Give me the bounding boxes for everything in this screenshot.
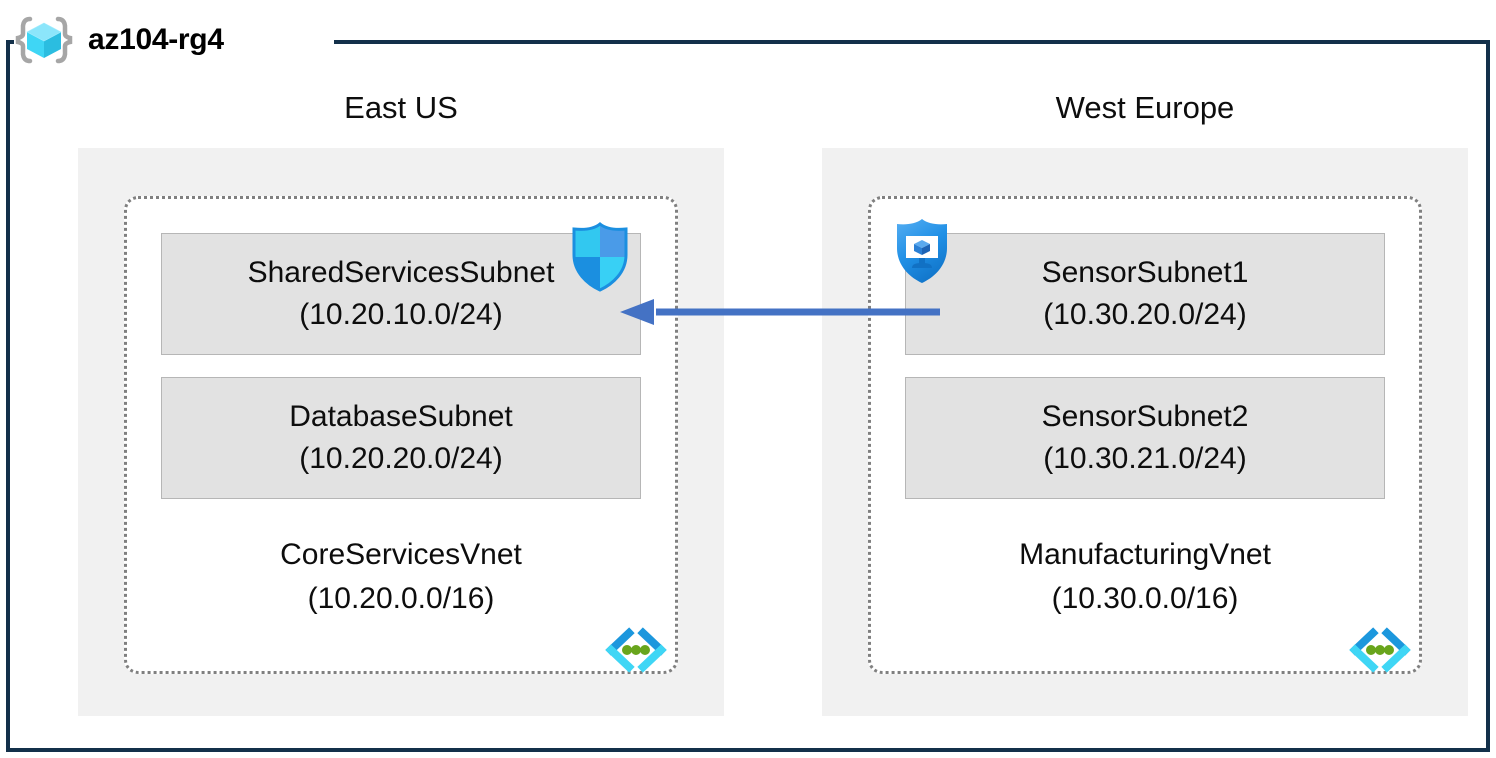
subnet-database[interactable]: DatabaseSubnet (10.20.20.0/24): [161, 377, 641, 499]
region-west-europe: West Europe SensorSubnet1 (10.30.20.0/24…: [822, 80, 1468, 716]
resource-group-title-notch: [14, 34, 334, 48]
region-east-us: East US SharedServicesSubnet (10.20.10.0…: [78, 80, 724, 716]
subnet-name: SensorSubnet1: [1041, 256, 1249, 289]
vnet-manufacturing[interactable]: SensorSubnet1 (10.30.20.0/24) SensorSubn…: [868, 196, 1422, 674]
arrow-left-icon: [620, 296, 940, 328]
vnet-cidr: (10.30.0.0/16): [1051, 582, 1239, 615]
subnet-name: SensorSubnet2: [1041, 400, 1249, 433]
subnet-shared-services[interactable]: SharedServicesSubnet (10.20.10.0/24): [161, 233, 641, 355]
resource-group-header: az104-rg4: [14, 11, 224, 69]
vnet-core-services[interactable]: SharedServicesSubnet (10.20.10.0/24) Dat…: [124, 196, 678, 674]
vnet-name: CoreServicesVnet: [280, 538, 522, 571]
vnet-name: ManufacturingVnet: [1019, 538, 1271, 571]
resource-group-cube-icon: [14, 16, 74, 64]
subnet-sensor-2[interactable]: SensorSubnet2 (10.30.21.0/24): [905, 377, 1385, 499]
subnet-name: DatabaseSubnet: [289, 400, 513, 433]
network-security-group-shield-icon: [566, 222, 634, 292]
vnet-label: ManufacturingVnet (10.30.0.0/16): [905, 533, 1385, 621]
region-label: West Europe: [1055, 90, 1235, 125]
vnet-cidr: (10.20.0.0/16): [307, 582, 495, 615]
resource-group-name: az104-rg4: [88, 23, 224, 56]
region-label: East US: [344, 90, 458, 125]
application-security-group-shield-icon: [888, 216, 956, 286]
vnet-label: CoreServicesVnet (10.20.0.0/16): [161, 533, 641, 621]
virtual-network-icon: [603, 625, 669, 675]
subnet-cidr: (10.30.21.0/24): [1043, 442, 1247, 475]
subnet-cidr: (10.20.20.0/24): [299, 442, 503, 475]
subnet-cidr: (10.30.20.0/24): [1043, 298, 1247, 331]
subnet-name: SharedServicesSubnet: [247, 256, 555, 289]
subnet-sensor-1[interactable]: SensorSubnet1 (10.30.20.0/24): [905, 233, 1385, 355]
virtual-network-icon: [1347, 625, 1413, 675]
subnet-cidr: (10.20.10.0/24): [299, 298, 503, 331]
